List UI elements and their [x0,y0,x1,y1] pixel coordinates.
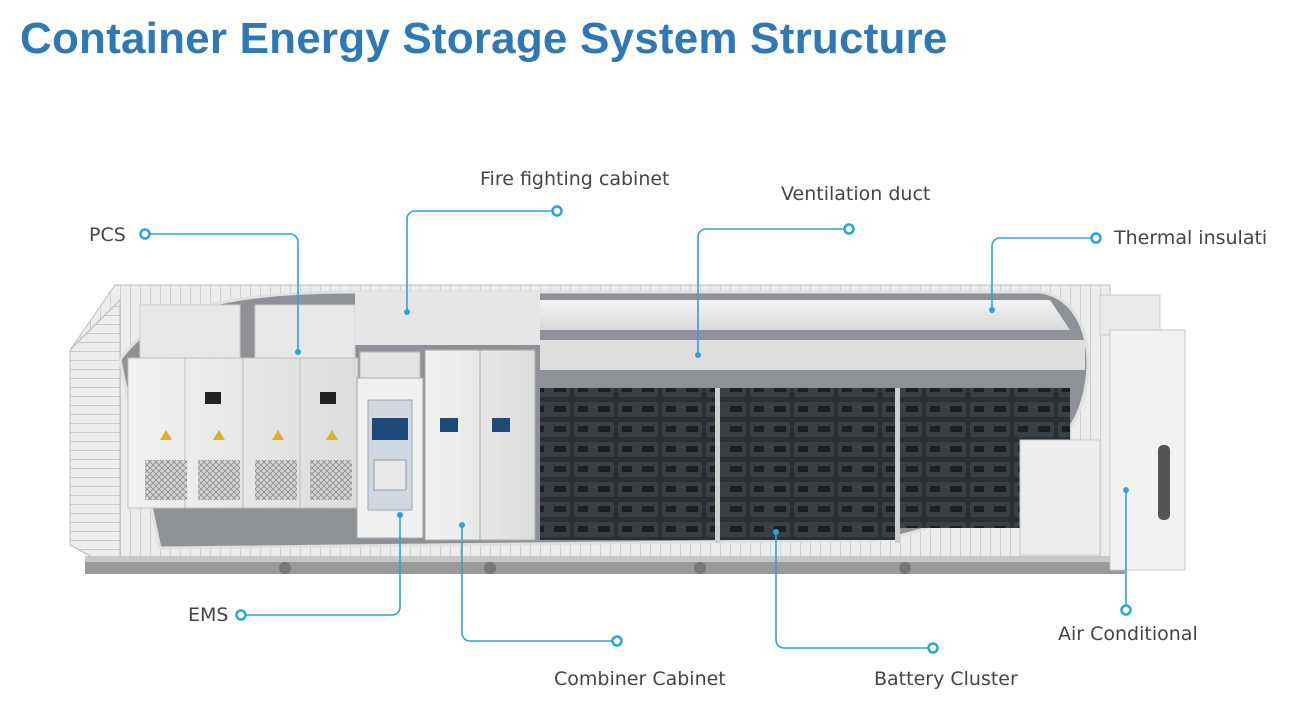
callout-rings [139,205,1132,654]
right-edge-mask [1268,0,1290,704]
ems-marker [235,609,247,621]
aircon-marker [1120,604,1132,616]
pcs-cabinets [127,304,359,509]
page-title: Container Energy Storage System Structur… [20,14,948,63]
vent-marker [843,223,855,235]
label-battery-cluster: Battery Cluster [874,668,1018,690]
thermal-marker [1090,232,1102,244]
label-ems: EMS [188,604,229,626]
callout-lines [148,210,1127,649]
label-pcs: PCS [89,224,126,246]
ems-cabinet [356,351,424,539]
battery-marker [927,642,939,654]
label-air-conditional: Air Conditional [1058,623,1198,645]
callout-dots [295,307,1129,535]
label-ventilation-duct: Ventilation duct [781,183,931,205]
air-conditioner-unit [1019,294,1186,571]
label-thermal-insulation: Thermal insulation [1114,227,1290,249]
combiner-cabinet [355,292,540,541]
combiner-marker [611,635,623,647]
label-combiner-cabinet: Combiner Cabinet [554,668,726,690]
label-fire-fighting-cabinet: Fire fighting cabinet [480,168,670,190]
fire-marker [551,205,563,217]
pcs-marker [139,228,151,240]
